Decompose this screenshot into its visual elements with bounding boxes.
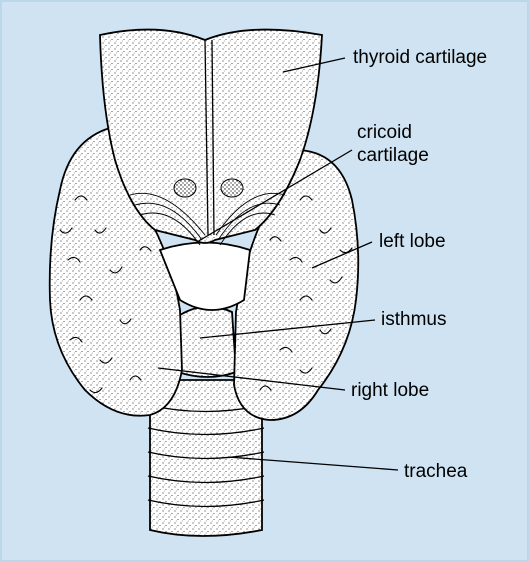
label-thyroid-cartilage: thyroid cartilage <box>353 47 487 69</box>
label-isthmus: isthmus <box>381 309 446 331</box>
label-cricoid-line2: cartilage <box>357 145 429 167</box>
label-left-lobe: left lobe <box>379 231 446 253</box>
label-right-lobe: right lobe <box>351 380 429 402</box>
isthmus <box>178 307 236 377</box>
label-trachea: trachea <box>404 461 467 483</box>
label-cricoid-line1: cricoid <box>357 122 412 144</box>
